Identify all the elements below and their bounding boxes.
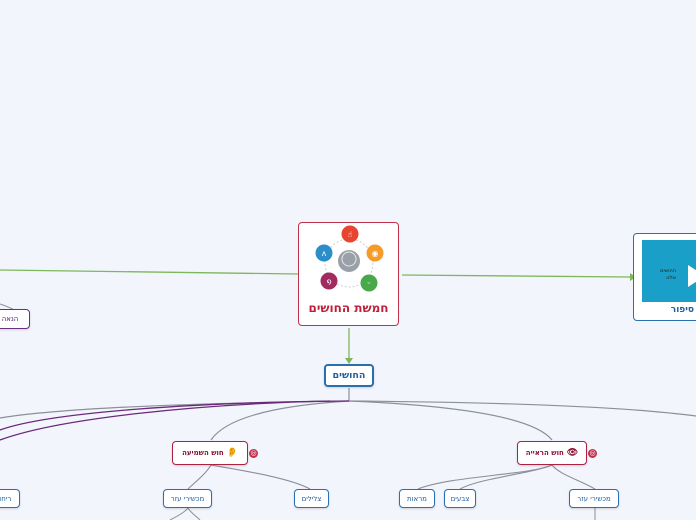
central-topic-node[interactable]: ☝ ◉ ʌ ໑ ᵕ חמשת החושים bbox=[298, 222, 399, 326]
link-aids-down2 bbox=[187, 507, 201, 520]
svg-text:◉: ◉ bbox=[371, 249, 378, 258]
ear-sense-icon bbox=[320, 272, 337, 290]
senses-node[interactable]: החושים bbox=[324, 364, 374, 387]
link-sight-aids bbox=[551, 464, 596, 490]
sights-node[interactable]: מראות bbox=[399, 489, 435, 508]
pleasure-node[interactable]: הנאה bbox=[0, 309, 30, 329]
five-senses-illustration: ☝ ◉ ʌ ໑ ᵕ bbox=[315, 225, 383, 292]
video-story-node[interactable]: החושים שלנו סיפור bbox=[633, 233, 696, 321]
svg-text:ᵕ: ᵕ bbox=[367, 279, 370, 288]
video-caption: סיפור bbox=[670, 305, 694, 315]
link-hearing-aids bbox=[187, 464, 212, 490]
sounds-node[interactable]: צלילים bbox=[294, 489, 329, 508]
link-senses-hearing bbox=[210, 400, 350, 441]
link-sight-colors bbox=[459, 464, 553, 490]
tongue-icon bbox=[360, 274, 377, 292]
video-thumbnail[interactable]: החושים שלנו bbox=[642, 240, 696, 302]
video-text-line2: שלנו bbox=[666, 274, 676, 281]
touch-icon bbox=[341, 225, 358, 243]
link-senses-sight bbox=[348, 400, 553, 441]
arrowhead-senses bbox=[345, 358, 353, 364]
svg-text:ʌ: ʌ bbox=[321, 249, 326, 258]
central-title: חמשת החושים bbox=[308, 301, 389, 315]
hearing-label: חוש השמיעה bbox=[182, 449, 224, 457]
link-hearing-sounds bbox=[210, 464, 311, 490]
link-central-left bbox=[0, 269, 299, 275]
sight-link-globe-icon[interactable]: ◎ bbox=[588, 449, 597, 458]
sight-aids-node[interactable]: מכשירי עזר bbox=[569, 489, 619, 508]
video-text-line1: החושים bbox=[660, 268, 676, 274]
link-aids-down1 bbox=[169, 507, 189, 520]
eye-icon: 👁 bbox=[566, 448, 579, 458]
svg-text:໑: ໑ bbox=[326, 277, 331, 286]
link-senses-right bbox=[348, 400, 696, 417]
head-icon bbox=[337, 250, 360, 272]
sight-label: חוש הראייה bbox=[525, 449, 564, 457]
ear-icon: 👂 bbox=[226, 448, 238, 458]
hearing-link-globe-icon[interactable]: ◎ bbox=[249, 449, 258, 458]
link-central-video bbox=[401, 274, 631, 278]
pleasure-label: הנאה bbox=[1, 315, 19, 323]
link-senses-left-purple2 bbox=[0, 400, 331, 441]
nose-icon bbox=[315, 244, 332, 262]
hearing-node[interactable]: 👂 חוש השמיעה bbox=[172, 441, 248, 465]
svg-text:☝: ☝ bbox=[347, 230, 352, 239]
colors-node[interactable]: צבעים bbox=[444, 489, 476, 508]
play-icon[interactable] bbox=[688, 265, 696, 287]
sight-node[interactable]: 👁 חוש הראייה bbox=[517, 441, 587, 465]
hearing-aids-node[interactable]: מכשירי עזר bbox=[163, 489, 212, 508]
eye-sense-icon bbox=[366, 244, 383, 262]
smell-node[interactable]: ריחות bbox=[0, 489, 20, 508]
link-sight-sights bbox=[417, 464, 553, 490]
